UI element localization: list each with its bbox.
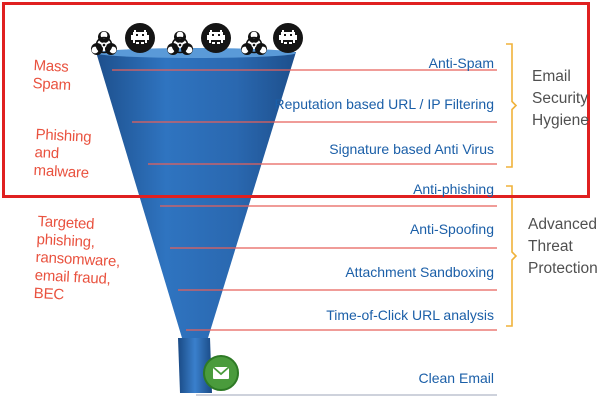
bracket-email-security-hygiene: [506, 43, 518, 168]
layer-label-time-of-click: Time-of-Click URL analysis: [326, 307, 494, 323]
biohazard-icon: [236, 26, 272, 67]
layer-label-signature-av: Signature based Anti Virus: [329, 141, 494, 157]
space-invader-icon: [200, 22, 232, 59]
group-label-line: Threat: [528, 238, 573, 255]
threat-label-line: Mass: [33, 57, 69, 76]
threat-label-line: malware: [33, 161, 90, 182]
group-label-line: Email: [532, 68, 571, 85]
group-label-line: Hygiene: [532, 112, 589, 129]
group-label-line: Advanced: [528, 216, 597, 233]
funnel-cone: [96, 52, 296, 338]
layer-label-attachment-sandboxing: Attachment Sandboxing: [345, 264, 494, 280]
threat-label-phishing-malware: Phishing and malware: [33, 126, 92, 183]
space-invader-icon: [272, 22, 304, 59]
layer-label-reputation-filtering: Reputation based URL / IP Filtering: [274, 96, 494, 112]
layer-label-clean-email: Clean Email: [418, 370, 494, 386]
biohazard-icon: [162, 26, 198, 67]
group-label-line: Security: [532, 90, 588, 107]
threat-label-mass-spam: Mass Spam: [32, 57, 72, 95]
space-invader-icon: [124, 22, 156, 59]
layer-label-anti-spoofing: Anti-Spoofing: [409, 221, 494, 237]
group-label-email-security-hygiene: Email Security Hygiene: [532, 66, 589, 132]
bracket-advanced-threat-protection: [506, 185, 518, 327]
email-envelope-icon: [203, 355, 239, 391]
layer-label-anti-phishing: Anti-phishing: [413, 181, 494, 197]
threat-icons-row: [86, 18, 306, 68]
group-label-advanced-threat-protection: Advanced Threat Protection: [528, 214, 598, 280]
group-label-line: Protection: [528, 260, 598, 277]
threat-label-line: Spam: [32, 74, 72, 94]
layer-label-anti-spam: Anti-Spam: [428, 55, 494, 71]
threat-label-targeted: Targeted phishing, ransomware, email fra…: [33, 213, 122, 307]
biohazard-icon: [86, 26, 122, 67]
